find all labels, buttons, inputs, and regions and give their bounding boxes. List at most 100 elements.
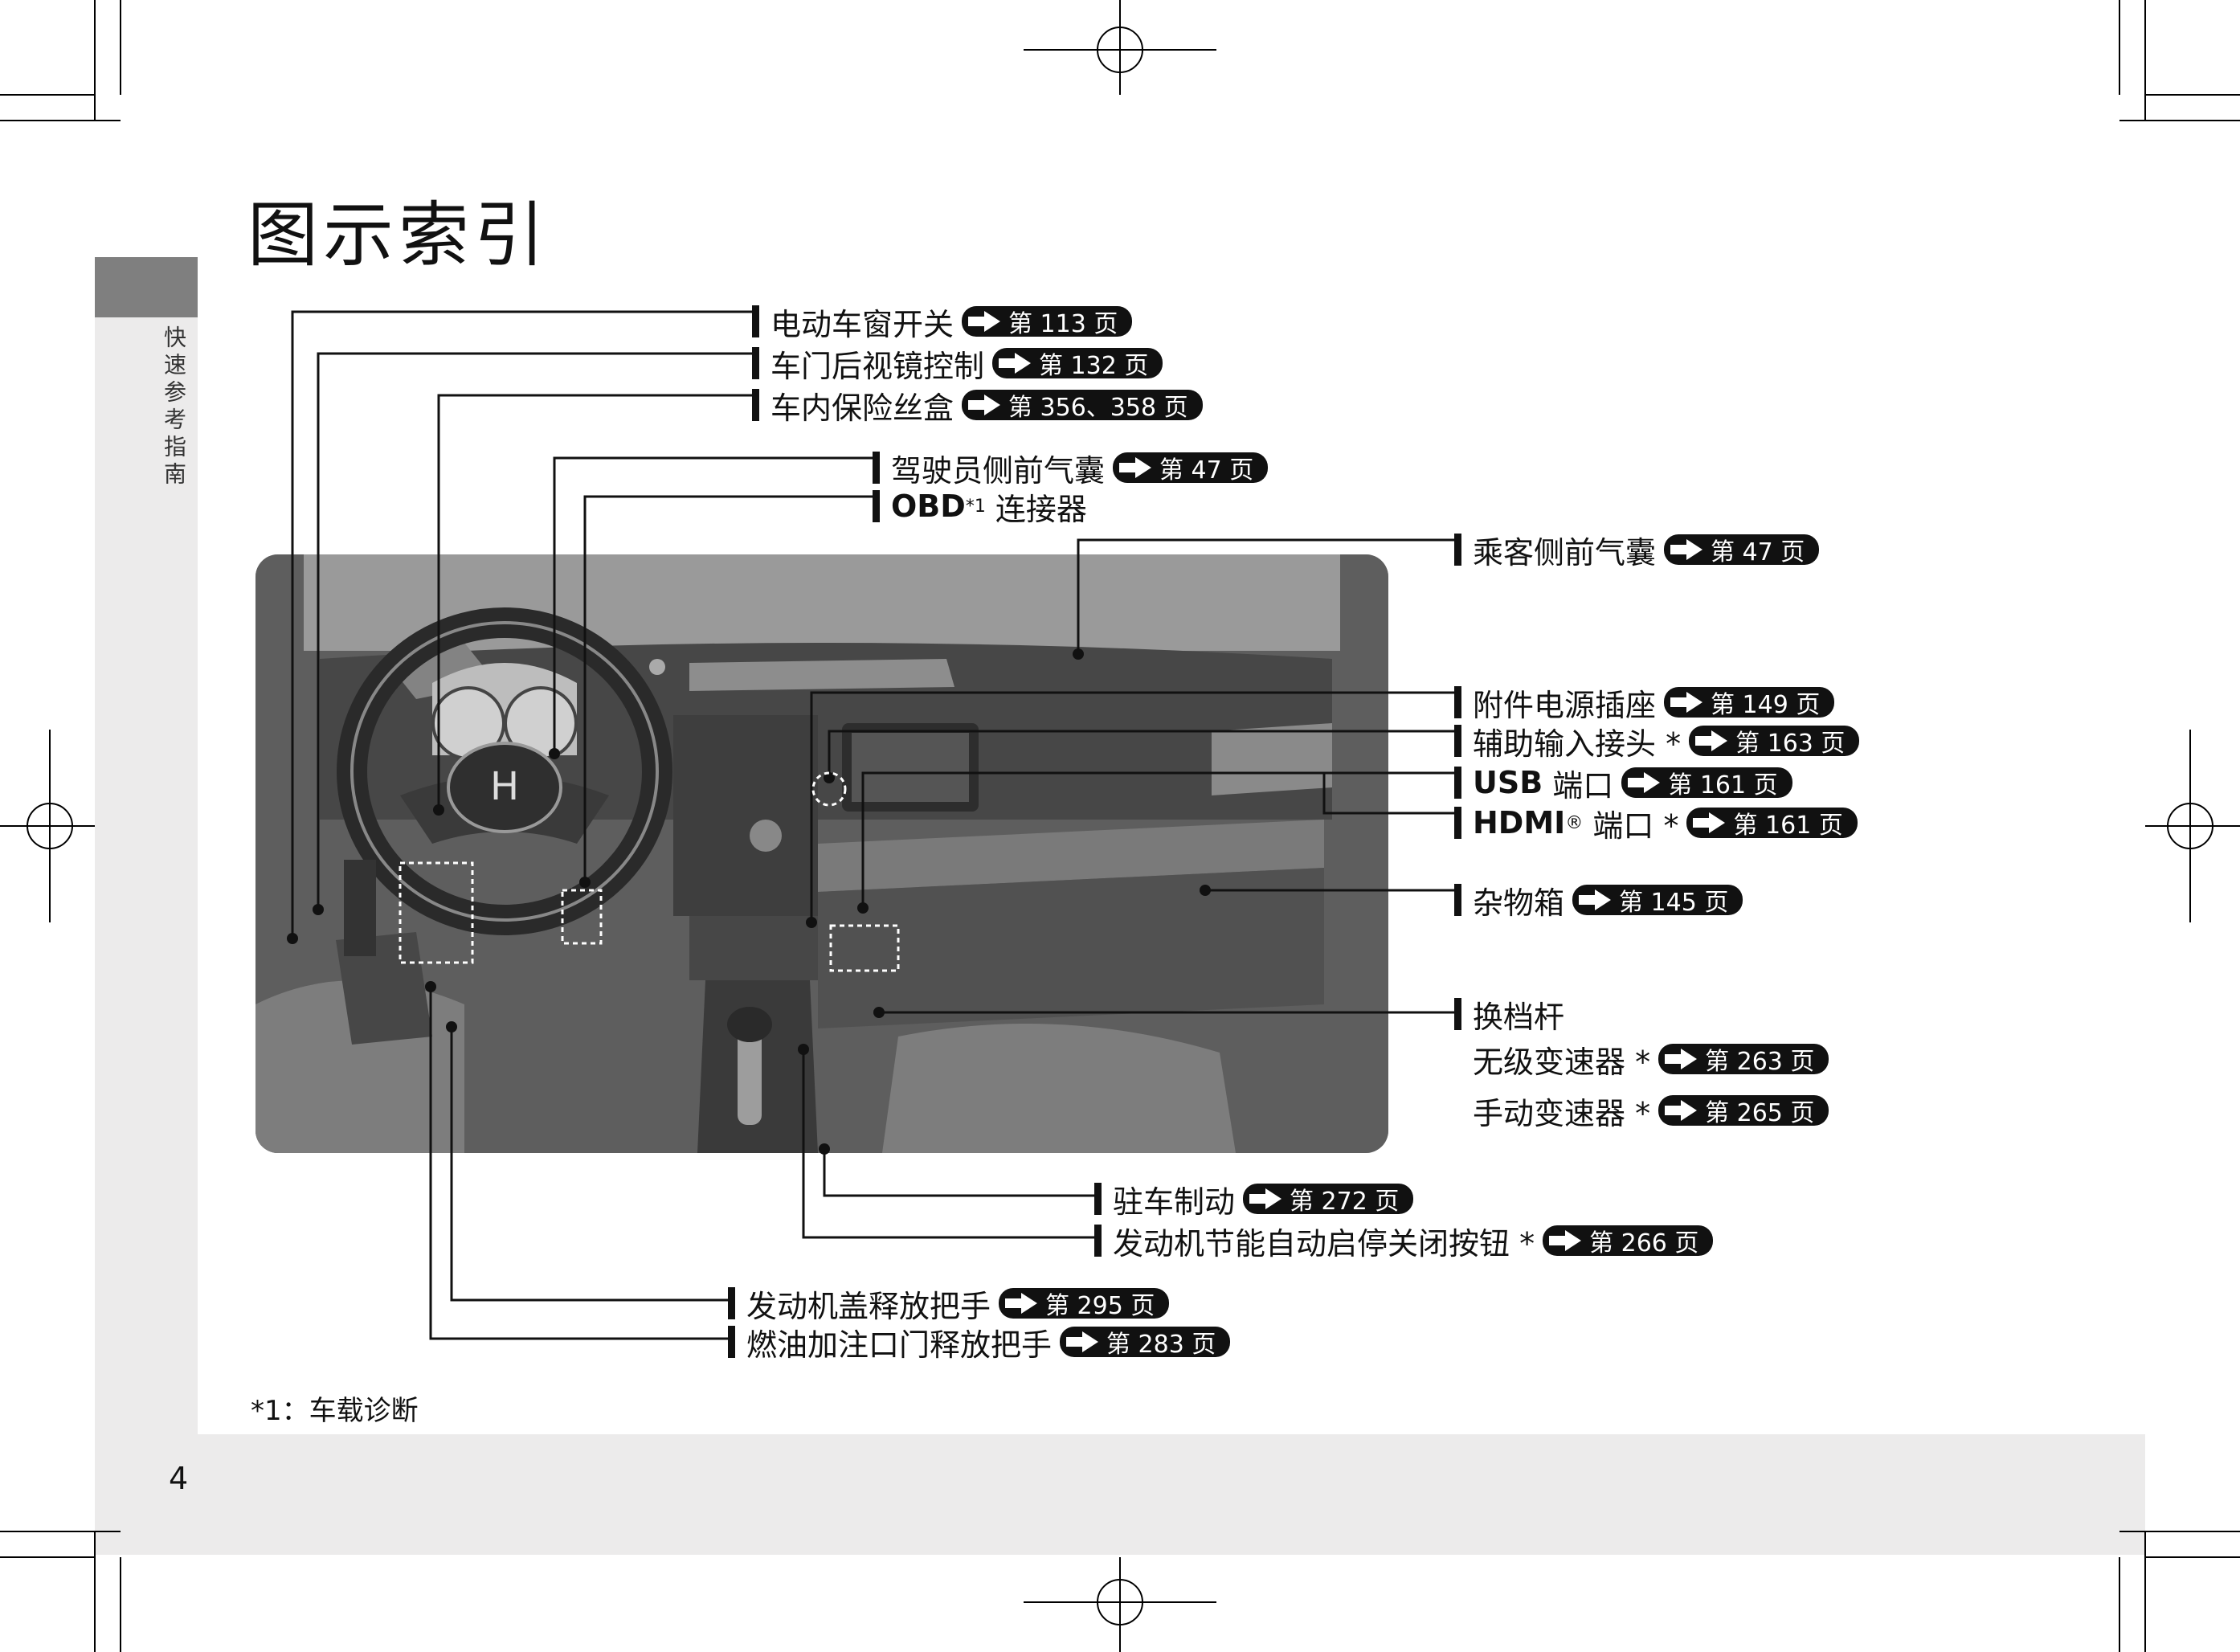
footnote-mark: *1 [965,496,986,517]
arrow-right-icon [1628,772,1661,793]
sidebar-band [95,257,198,1555]
page-ref-link[interactable]: 第 161 页 [1686,808,1858,840]
arrow-right-icon [968,395,1001,415]
page-ref-text: 第 132 页 [1039,352,1149,380]
callout-shift-lever: 换档杆 [1454,995,1572,1035]
callout-label: 换档杆 [1473,999,1565,1035]
callout-label: 燃油加注口门释放把手 [746,1327,1053,1363]
callout-label-suffix: 端口 [1543,767,1614,804]
page-ref-link[interactable]: 第 356、358 页 [962,390,1203,422]
arrow-right-icon [1005,1293,1038,1314]
callout-cvt: 无级变速器 * 第 263 页 [1454,1040,1829,1080]
callout-label: HDMI [1473,805,1566,840]
callout-accessory-socket: 附件电源插座 第 149 页 [1454,683,1835,723]
arrow-right-icon [1665,1100,1698,1121]
dashboard-drawing: H [255,554,1388,1153]
page-ref-text: 第 283 页 [1106,1331,1216,1359]
callout-usb: USB 端口 第 161 页 [1454,763,1792,804]
page-title: 图示索引 [247,194,550,276]
callout-passenger-airbag: 乘客侧前气囊 第 47 页 [1454,530,1820,570]
footnote: *1：车载诊断 [251,1395,419,1427]
callout-hdmi: HDMI® 端口 * 第 161 页 [1454,804,1858,844]
section-tab[interactable] [95,257,198,317]
arrow-right-icon [1549,1230,1582,1251]
callout-label: 驻车制动 [1113,1184,1236,1220]
page-ref-text: 第 272 页 [1290,1188,1400,1216]
page-ref-text: 第 265 页 [1705,1099,1815,1127]
page-ref-link[interactable]: 第 266 页 [1543,1225,1714,1257]
dashboard-illustration: H [255,554,1388,1153]
callout-fuel-door: 燃油加注口门释放把手 第 283 页 [728,1323,1231,1363]
arrow-right-icon [999,353,1032,374]
callout-obd: OBD*1 连接器 [873,487,1087,527]
callout-aux-input: 辅助输入接头 * 第 163 页 [1454,722,1860,762]
callout-label-suffix: 端口 * [1583,808,1679,844]
page-ref-text: 第 47 页 [1711,538,1805,566]
footer-band [95,1434,2145,1555]
page-ref-text: 第 145 页 [1619,889,1729,917]
callout-label: 发动机盖释放把手 [746,1288,991,1324]
callout-label: 电动车窗开关 [771,306,954,342]
callout-label: 驾驶员侧前气囊 [891,452,1106,489]
arrow-right-icon [1119,457,1152,478]
callout-door-mirror: 车门后视镜控制 第 132 页 [752,344,1163,384]
page-ref-text: 第 163 页 [1735,730,1846,758]
page-ref-link[interactable]: 第 265 页 [1658,1095,1829,1127]
page-ref-text: 第 263 页 [1705,1048,1815,1076]
page-ref-link[interactable]: 第 163 页 [1689,726,1860,758]
arrow-right-icon [1665,1049,1698,1069]
page-ref-text: 第 113 页 [1008,310,1118,338]
arrow-right-icon [1693,812,1726,833]
registered-mark: ® [1565,812,1584,833]
page-ref-link[interactable]: 第 113 页 [962,306,1133,338]
page-ref-link[interactable]: 第 145 页 [1572,885,1743,917]
callout-label: 车门后视镜控制 [771,348,985,384]
arrow-right-icon [1670,539,1703,560]
callout-label: 手动变速器 * [1473,1095,1651,1131]
callout-label: 车内保险丝盒 [771,390,954,426]
section-tab-label: 快速参考指南 [161,325,187,489]
callout-label: 辅助输入接头 * [1473,726,1682,762]
callout-label: USB [1473,765,1543,800]
page-ref-link[interactable]: 第 132 页 [992,348,1163,380]
callout-glove-box: 杂物箱 第 145 页 [1454,881,1743,921]
arrow-right-icon [1249,1188,1282,1209]
page-ref-link[interactable]: 第 149 页 [1664,687,1835,719]
callout-interior-fuse: 车内保险丝盒 第 356、358 页 [752,386,1203,426]
page-ref-text: 第 295 页 [1045,1292,1155,1320]
callout-label: 发动机节能自动启停关闭按钮 * [1113,1225,1535,1261]
callout-manual: 手动变速器 * 第 265 页 [1454,1091,1829,1131]
page-ref-text: 第 161 页 [1733,812,1843,840]
page-number: 4 [169,1461,189,1496]
page-ref-link[interactable]: 第 272 页 [1243,1184,1414,1216]
callout-label: 杂物箱 [1473,885,1565,921]
page-ref-link[interactable]: 第 47 页 [1113,452,1269,485]
page-ref-text: 第 149 页 [1711,691,1821,719]
callout-label: 附件电源插座 [1473,687,1657,723]
arrow-right-icon [1695,730,1728,751]
page-ref-link[interactable]: 第 283 页 [1060,1327,1231,1359]
svg-text:H: H [490,764,519,809]
callout-label-suffix: 连接器 [985,491,1087,527]
callout-label: 乘客侧前气囊 [1473,534,1657,570]
page-ref-link[interactable]: 第 161 页 [1621,767,1792,799]
page-ref-link[interactable]: 第 47 页 [1664,534,1820,566]
arrow-right-icon [968,311,1001,332]
arrow-right-icon [1066,1331,1099,1352]
arrow-right-icon [1579,889,1612,910]
page-ref-link[interactable]: 第 263 页 [1658,1044,1829,1076]
callout-hood-release: 发动机盖释放把手 第 295 页 [728,1284,1170,1324]
page-ref-text: 第 161 页 [1668,771,1778,799]
callout-label: OBD [891,489,966,524]
callout-driver-airbag: 驾驶员侧前气囊 第 47 页 [873,448,1269,489]
callout-power-window: 电动车窗开关 第 113 页 [752,302,1133,342]
page-ref-text: 第 266 页 [1589,1229,1699,1257]
callout-label: 无级变速器 * [1473,1044,1651,1080]
callout-parking-brake: 驻车制动 第 272 页 [1094,1180,1414,1220]
page-ref-text: 第 47 页 [1159,456,1254,485]
arrow-right-icon [1670,692,1703,713]
page-ref-link[interactable]: 第 295 页 [999,1288,1170,1320]
page-ref-text: 第 356、358 页 [1008,394,1188,422]
